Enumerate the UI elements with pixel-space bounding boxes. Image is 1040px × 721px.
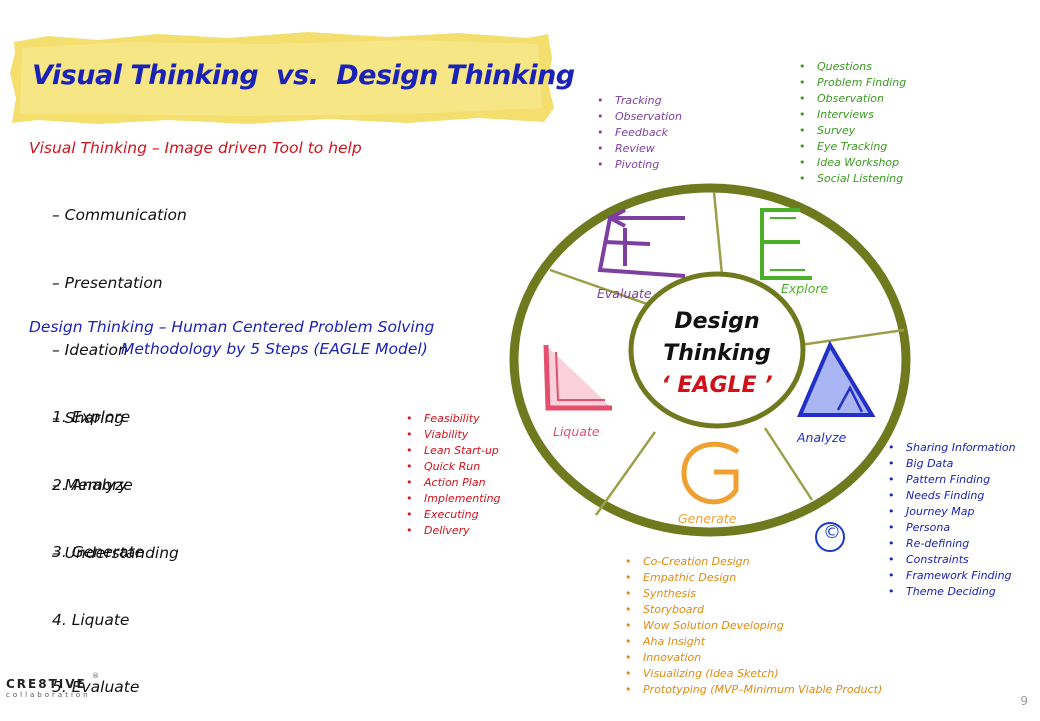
page-number: 9 [1020, 694, 1028, 708]
list-item: Tracking [597, 93, 682, 109]
explore-letter-icon [760, 208, 812, 280]
title-banner [10, 32, 554, 124]
list-item: Empathic Design [625, 570, 882, 586]
list-item: 2. Analyze [52, 475, 133, 494]
list-item: Journey Map [888, 504, 1016, 520]
list-item: – Ideation [52, 341, 128, 359]
list-item: Constraints [888, 552, 1016, 568]
liquate-list: Feasibility Viability Lean Start-up Quic… [406, 411, 501, 539]
list-item: Pivoting [597, 157, 682, 173]
outer-ring [509, 183, 911, 537]
segment-label-explore: Explore [781, 281, 829, 296]
list-item: Big Data [888, 456, 1016, 472]
analyze-delta-icon [796, 340, 876, 417]
segment-label-liquate: Liquate [553, 424, 600, 439]
list-item: Theme Deciding [888, 584, 1016, 600]
list-item: Idea Workshop [799, 155, 906, 171]
eagle-wheel [509, 183, 911, 552]
list-item: Eye Tracking [799, 139, 906, 155]
segment-label-evaluate: Evaluate [597, 286, 652, 301]
list-item: Action Plan [406, 475, 501, 491]
list-item: Synthesis [625, 586, 882, 602]
list-item: Prototyping (MVP–Minimum Viable Product) [625, 682, 882, 698]
list-item: Needs Finding [888, 488, 1016, 504]
logo-wordmark: CRE8TIVE [6, 677, 87, 691]
wheel-center-text: Design Thinking ‘ EAGLE ’ [617, 306, 817, 402]
list-item: – Communication [52, 206, 187, 224]
generate-list: Co-Creation Design Empathic Design Synth… [625, 554, 882, 698]
list-item: – Memory [52, 476, 128, 494]
list-item: Feedback [597, 125, 682, 141]
logo-tagline: collaboration [6, 691, 91, 699]
list-item: Review [597, 141, 682, 157]
generate-letter-icon [681, 441, 740, 505]
list-item: Co-Creation Design [625, 554, 882, 570]
list-item: Storyboard [625, 602, 882, 618]
list-item: Re-defining [888, 536, 1016, 552]
list-item: Observation [799, 91, 906, 107]
center-eagle: ‘ EAGLE ’ [661, 373, 773, 398]
list-item: – Sharing [52, 408, 125, 427]
segment-label-analyze: Analyze [797, 430, 847, 445]
evaluate-list: Tracking Observation Feedback Review Piv… [597, 93, 682, 173]
list-item: 5. Evaluate [52, 678, 140, 696]
list-item: Questions [799, 59, 906, 75]
list-item: Feasibility [406, 411, 501, 427]
center-line-design: Design [674, 309, 760, 334]
visual-thinking-heading: Visual Thinking – Image driven Tool to h… [29, 139, 362, 157]
list-item: – Understanding [52, 543, 179, 562]
list-item: Viability [406, 427, 501, 443]
list-item: Problem Finding [799, 75, 906, 91]
list-item: Interviews [799, 107, 906, 123]
center-line-thinking: Thinking [663, 341, 771, 366]
list-item: Sharing Information [888, 440, 1016, 456]
copyright-symbol: © [823, 522, 841, 543]
list-item: Aha Insight [625, 634, 882, 650]
list-item: Visualizing (Idea Sketch) [625, 666, 882, 682]
explore-list: Questions Problem Finding Observation In… [799, 59, 906, 187]
registered-mark: ® [92, 672, 99, 680]
list-item: Innovation [625, 650, 882, 666]
design-thinking-steps: 1. Explore 2. Analyze 3. Generate 4. Liq… [52, 361, 144, 721]
list-item: 4. Liquate [52, 610, 130, 629]
page-title: Visual Thinking vs. Design Thinking [32, 60, 575, 91]
list-item: Lean Start-up [406, 443, 501, 459]
copyright-circle-icon [815, 522, 845, 552]
list-item: – Presentation [52, 273, 163, 292]
evaluate-letter-icon [597, 208, 686, 278]
list-item: Framework Finding [888, 568, 1016, 584]
analyze-list: Sharing Information Big Data Pattern Fin… [888, 440, 1016, 600]
list-item: Delivery [406, 523, 501, 539]
center-circle [628, 271, 806, 429]
list-item: Persona [888, 520, 1016, 536]
list-item: Pattern Finding [888, 472, 1016, 488]
list-item: Social Listening [799, 171, 906, 187]
list-item: Quick Run [406, 459, 501, 475]
list-item: Implementing [406, 491, 501, 507]
list-item: Wow Solution Developing [625, 618, 882, 634]
list-item: 1. Explore [52, 408, 131, 426]
segment-dividers [549, 191, 905, 516]
visual-thinking-list: – Communication – Presentation – Ideatio… [52, 159, 187, 587]
design-thinking-heading: Design Thinking – Human Centered Problem… [29, 318, 435, 336]
creative-collaboration-logo: CRE8TIVE collaboration [6, 677, 91, 699]
list-item: Executing [406, 507, 501, 523]
list-item: Observation [597, 109, 682, 125]
design-thinking-subheading: Methodology by 5 Steps (EAGLE Model) [121, 340, 428, 358]
segment-label-generate: Generate [678, 511, 737, 526]
list-item: Survey [799, 123, 906, 139]
liquate-letter-icon [543, 344, 612, 411]
list-item: 3. Generate [52, 543, 145, 561]
